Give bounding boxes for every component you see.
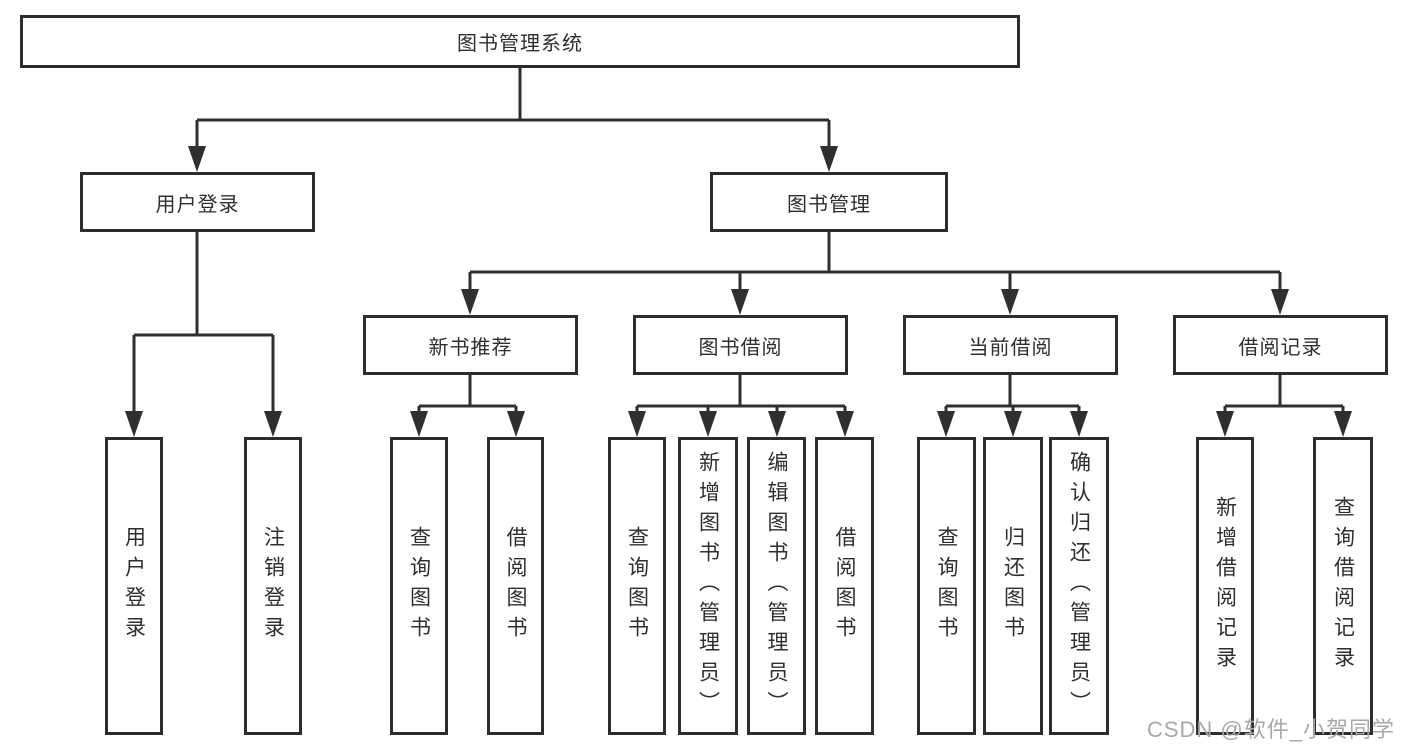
arrow-down-icon: [731, 289, 749, 315]
leaf-borrow-books-label: 借阅图书: [833, 526, 856, 646]
node-current-borrowing-label: 当前借阅: [968, 336, 1053, 359]
node-borrowing-records-label: 借阅记录: [1238, 336, 1323, 359]
arrow-down-icon: [188, 146, 206, 172]
connector-book-management-to-level3: [468, 232, 1282, 292]
arrow-down-icon: [1004, 411, 1022, 437]
leaf-logout: 注销登录: [244, 437, 302, 735]
leaf-add-borrow-record-label: 新增借阅记录: [1213, 496, 1237, 676]
node-book-borrowing: 图书借阅: [633, 315, 848, 375]
leaf-query-books-current-label: 查询图书: [935, 526, 958, 646]
leaf-borrow-books: 借阅图书: [815, 437, 874, 735]
arrow-down-icon: [1001, 289, 1019, 315]
node-root-label: 图书管理系统: [457, 33, 583, 55]
connector-borrowing-records-to-leaves: [1223, 375, 1345, 430]
arrow-down-icon: [1271, 289, 1289, 315]
arrowheads: [125, 146, 1352, 437]
node-user-login: 用户登录: [80, 172, 315, 232]
node-book-management: 图书管理: [710, 172, 948, 232]
leaf-add-books-admin: 新增图书（管理员）: [678, 437, 738, 735]
leaf-query-books-borrow-label: 查询图书: [625, 526, 649, 646]
leaf-query-books-rec: 查询图书: [390, 437, 448, 735]
leaf-borrow-books-rec: 借阅图书: [487, 437, 544, 735]
leaf-user-login-label: 用户登录: [122, 526, 146, 646]
leaf-confirm-return-admin: 确认归还（管理员）: [1049, 437, 1109, 735]
connector-root-to-level2: [195, 68, 831, 150]
connector-book-borrowing-to-leaves: [635, 375, 847, 430]
arrow-down-icon: [937, 411, 955, 437]
arrow-down-icon: [699, 411, 717, 437]
node-book-management-label: 图书管理: [787, 193, 871, 216]
leaf-edit-books-admin: 编辑图书（管理员）: [747, 437, 806, 735]
node-new-book-rec: 新书推荐: [363, 315, 578, 375]
connector-user-login-to-leaves: [132, 232, 275, 430]
leaf-user-login: 用户登录: [105, 437, 163, 735]
node-root: 图书管理系统: [20, 15, 1020, 68]
node-book-borrowing-label: 图书借阅: [698, 336, 783, 359]
leaf-edit-books-admin-label: 编辑图书（管理员）: [765, 451, 788, 721]
arrow-down-icon: [628, 411, 646, 437]
leaf-borrow-books-rec-label: 借阅图书: [504, 526, 527, 646]
arrow-down-icon: [768, 411, 786, 437]
node-user-login-label: 用户登录: [155, 193, 240, 216]
arrow-down-icon: [264, 411, 282, 437]
leaf-query-borrow-record-label: 查询借阅记录: [1331, 496, 1355, 676]
leaf-query-books-borrow: 查询图书: [608, 437, 666, 735]
arrow-down-icon: [836, 411, 854, 437]
node-current-borrowing: 当前借阅: [903, 315, 1118, 375]
arrow-down-icon: [125, 411, 143, 437]
leaf-confirm-return-admin-label: 确认归还（管理员）: [1067, 451, 1091, 721]
csdn-watermark: CSDN @软件_小贺同学: [1146, 717, 1395, 742]
arrow-down-icon: [1334, 411, 1352, 437]
arrow-down-icon: [1216, 411, 1234, 437]
arrow-down-icon: [507, 411, 525, 437]
leaf-return-books: 归还图书: [983, 437, 1043, 735]
leaf-add-borrow-record: 新增借阅记录: [1196, 437, 1254, 735]
arrow-down-icon: [410, 411, 428, 437]
leaf-query-borrow-record: 查询借阅记录: [1313, 437, 1373, 735]
leaf-add-books-admin-label: 新增图书（管理员）: [696, 451, 720, 721]
node-new-book-rec-label: 新书推荐: [428, 336, 513, 359]
arrow-down-icon: [1070, 411, 1088, 437]
leaf-return-books-label: 归还图书: [1001, 526, 1025, 646]
node-borrowing-records: 借阅记录: [1173, 315, 1388, 375]
connector-new-book-rec-to-leaves: [417, 375, 518, 430]
leaf-logout-label: 注销登录: [261, 526, 285, 646]
arrow-down-icon: [820, 146, 838, 172]
leaf-query-books-current: 查询图书: [917, 437, 976, 735]
arrow-down-icon: [461, 289, 479, 315]
leaf-query-books-rec-label: 查询图书: [407, 526, 431, 646]
